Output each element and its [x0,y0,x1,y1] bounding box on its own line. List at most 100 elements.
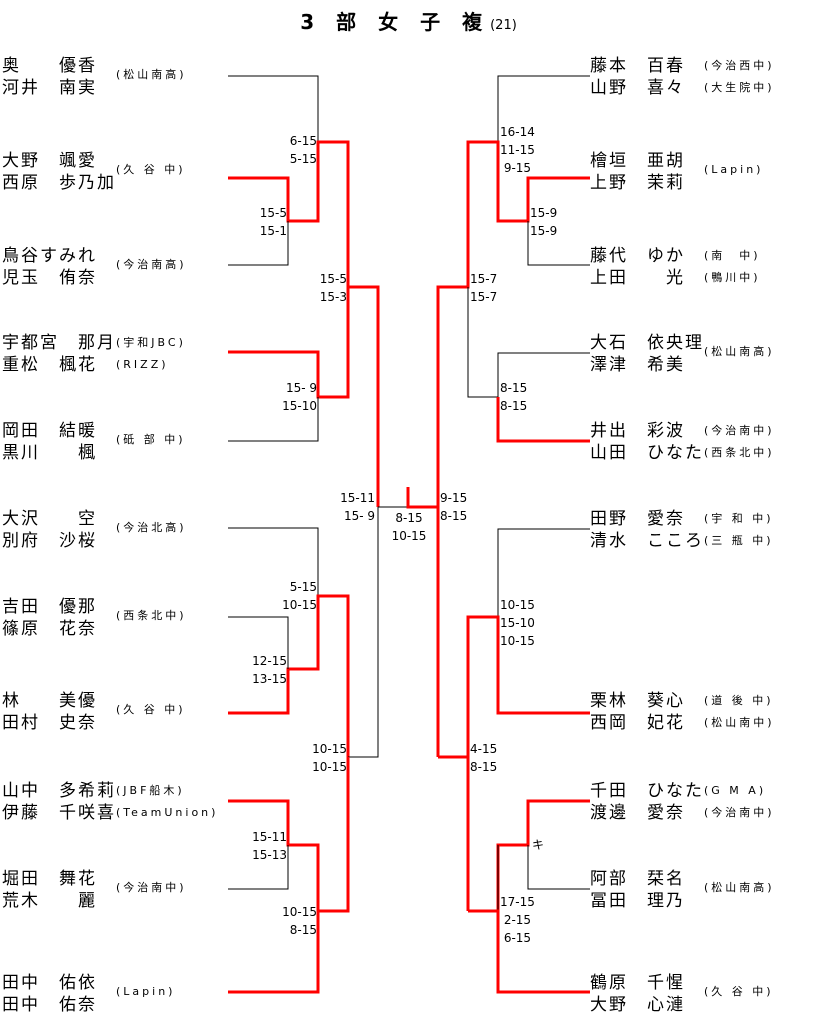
score-right-r1-a: 16-14 11-15 9-15 [500,125,535,175]
bracket-line [228,221,289,266]
player-name: 奥 優香 [2,56,97,76]
team-entry: 千田 ひなた渡邊 愛奈 (G M A) (今治南中) [590,780,815,824]
club-name: (松山南高) [704,881,775,894]
player-name: 西岡 妃花 [590,713,685,733]
player-names: 田中 佑依田中 佑奈 [2,972,97,1016]
player-names: 大野 颯愛西原 歩乃加 [2,150,116,194]
club-name: (今治北高) [116,521,187,534]
player-name: 山野 喜々 [590,78,685,98]
club-name: (久 谷 中) [116,703,186,716]
club-name: (三 瓶 中) [704,534,774,547]
player-names: 大石 依央理澤津 希美 [590,332,704,376]
player-name: 檜垣 亜胡 [590,151,685,171]
player-name: 岡田 結暖 [2,421,97,441]
team-entry: 鳥谷すみれ児玉 侑奈(今治南高) [2,245,227,289]
team-entry: 鶴原 千惺大野 心漣 (久 谷 中) [590,972,815,1016]
winner-path [468,909,590,994]
winner-path [438,755,470,911]
player-names: 吉田 優那篠原 花奈 [2,596,97,640]
club-name: (今治南中) [704,424,775,437]
score-right-r1-b: 15-9 15-9 [530,206,558,238]
winner-path [348,285,380,507]
score-right-sf: 9-15 8-15 [440,491,468,523]
player-name: 上田 光 [590,268,685,288]
player-name: 栗林 葵心 [590,691,685,711]
player-name: 大野 心漣 [590,995,685,1015]
player-name: 千田 ひなた [590,781,704,801]
club-name: (大生院中) [704,81,775,94]
player-names: 鶴原 千惺大野 心漣 [590,972,685,1016]
club-name: (TeamUnion) [116,806,219,819]
player-name: 鶴原 千惺 [590,973,685,993]
winner-path [228,757,350,913]
club-name: (Lapin) [704,163,764,176]
player-name: 児玉 侑奈 [2,268,97,288]
team-entry: 大野 颯愛西原 歩乃加(久 谷 中) [2,150,227,194]
player-name: 伊藤 千咲喜 [2,803,116,823]
team-entry: 吉田 優那篠原 花奈(西条北中) [2,596,227,640]
club-name: (今治西中) [704,59,775,72]
team-entry: 田中 佑依田中 佑奈 (Lapin) [2,972,227,1016]
team-entry: 藤代 ゆか上田 光(南 中)(鴨川中) [590,245,815,289]
team-entry: 檜垣 亜胡上野 茉莉 (Lapin) [590,150,815,194]
player-name: 篠原 花奈 [2,619,97,639]
team-entry: 栗林 葵心西岡 妃花(道 後 中)(松山南中) [590,690,815,734]
player-name: 荒木 麗 [2,891,97,911]
player-names: 鳥谷すみれ児玉 侑奈 [2,245,97,289]
player-names: 林 美優田村 史奈 [2,690,97,734]
player-name: 重松 楓花 [2,355,97,375]
entry-count: (21) [490,18,517,33]
club-name: (Lapin) [116,985,176,998]
club-name: (宇和JBC) [116,336,186,349]
score-left-sf: 15-11 15- 9 [340,491,375,523]
player-name: 堀田 舞花 [2,869,97,889]
team-entry: 田野 愛奈清水 こころ(宇 和 中)(三 瓶 中) [590,508,815,552]
player-names: 岡田 結暖黒川 楓 [2,420,97,464]
player-name: 清水 こころ [590,531,704,551]
event-title: 3部女子複 [300,10,505,34]
bracket-line [497,75,590,142]
winner-path [228,140,350,287]
player-name: 田野 愛奈 [590,509,685,529]
club-name: (G M A) [704,784,767,797]
player-names: 宇都宮 那月重松 楓花 [2,332,116,376]
player-name: 渡邊 愛奈 [590,803,685,823]
team-entry: 井出 彩波山田 ひなた(今治南中)(西条北中) [590,420,815,464]
player-names: 堀田 舞花荒木 麗 [2,868,97,912]
player-names: 田野 愛奈清水 こころ [590,508,704,552]
club-name: (久 谷 中) [704,985,774,998]
bracket-line [348,507,379,758]
player-name: 藤代 ゆか [590,246,685,266]
bracket-line [228,527,319,596]
score-left-r1-d: 5-15 10-15 [282,580,317,612]
score-left-r1-f: 15-11 15-13 [252,830,287,862]
player-name: 河井 南実 [2,78,97,98]
score-left-r2-b: 10-15 10-15 [312,742,347,774]
score-left-r1-c: 15- 9 15-10 [282,381,317,413]
club-name: (JBF船木) [116,784,185,797]
score-right-r1-d: 10-15 15-10 10-15 [500,598,535,648]
bracket-line [527,845,590,890]
winner-path [436,140,590,507]
winner-path [466,615,590,757]
player-name: 別府 沙桜 [2,531,97,551]
player-name: 藤本 百春 [590,56,685,76]
player-names: 藤代 ゆか上田 光 [590,245,685,289]
bracket-line [228,845,289,890]
team-entry: 奥 優香河井 南実(松山南高) [2,55,227,99]
player-name: 西原 歩乃加 [2,173,116,193]
club-name: (西条北中) [704,446,775,459]
player-name: 田中 佑依 [2,973,97,993]
club-name: (今治南中) [116,881,187,894]
score-right-r2-a: 15-7 15-7 [470,272,498,304]
team-entry: 藤本 百春山野 喜々 (今治西中) (大生院中) [590,55,815,99]
club-name: (今治南中) [704,806,775,819]
player-name: 山中 多希莉 [2,781,116,801]
page-title: 3部女子複(21) [0,6,817,35]
player-name: 上野 茉莉 [590,173,685,193]
player-name: 鳥谷すみれ [2,246,97,266]
player-name: 大沢 空 [2,509,97,529]
club-name: (南 中) [704,249,761,262]
player-name: 阿部 栞名 [590,869,685,889]
